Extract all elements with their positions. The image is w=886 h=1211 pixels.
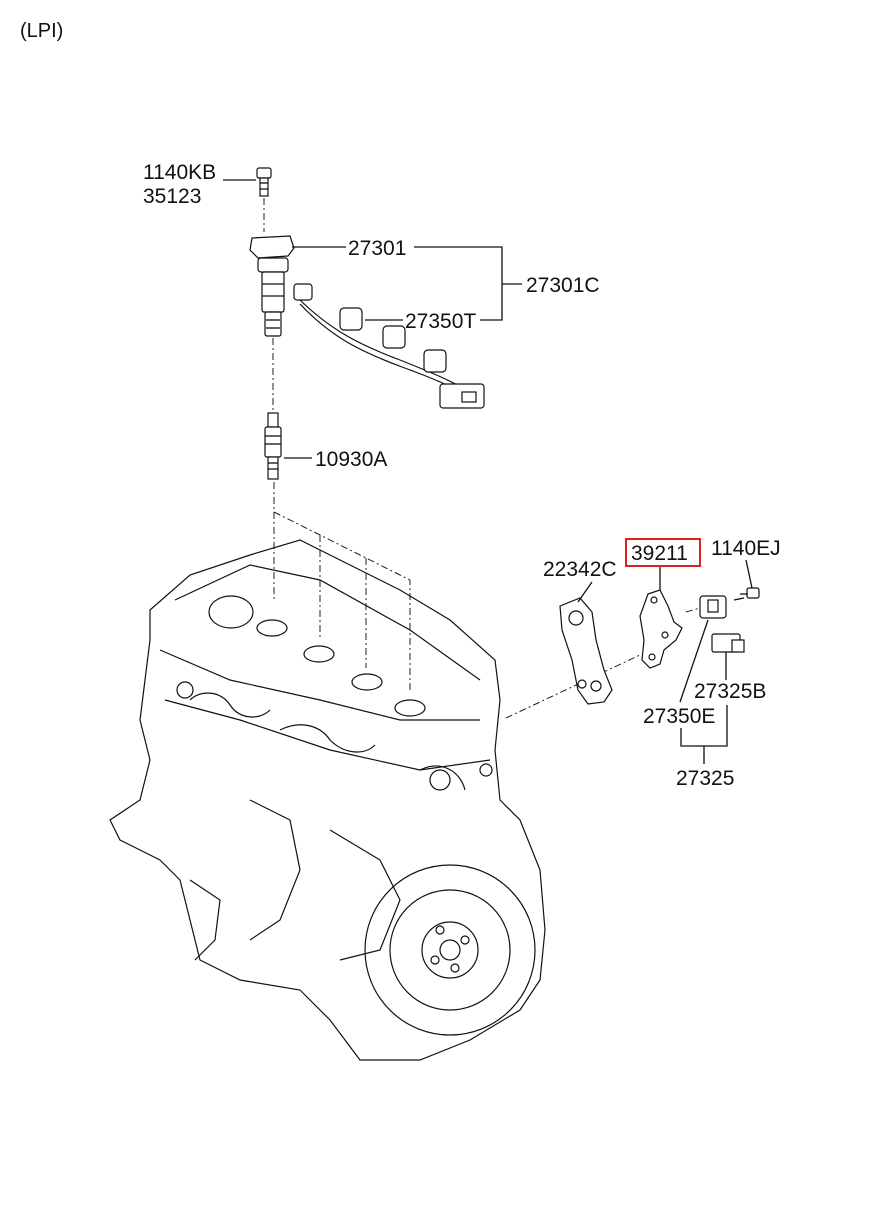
label-27325: 27325 [676, 767, 734, 790]
ignition-coil [249, 235, 295, 337]
engine-block [109, 539, 546, 1061]
label-39211: 39211 [631, 542, 688, 565]
label-27301c: 27301C [526, 274, 600, 297]
label-1140ej: 1140EJ [711, 537, 781, 560]
bracket-22342c [559, 597, 613, 705]
connector-27325b [711, 633, 745, 653]
spark-plug [264, 412, 282, 480]
bolt-1140ej [733, 587, 760, 601]
knock-sensor [685, 595, 727, 619]
highlight-box-39211 [625, 538, 701, 567]
label-27350t: 27350T [405, 310, 476, 333]
label-27325b: 27325B [694, 680, 766, 703]
guide-lines [273, 482, 641, 719]
leader-lines [223, 179, 753, 764]
bolt-1140kb [256, 167, 272, 197]
label-35123: 35123 [143, 185, 201, 208]
label-1140kb: 1140KB [143, 161, 216, 184]
label-22342c: 22342C [543, 558, 617, 581]
label-10930a: 10930A [315, 448, 387, 471]
label-27350e: 27350E [643, 705, 715, 728]
coil-wire-harness [293, 283, 485, 409]
label-27301: 27301 [348, 237, 406, 260]
variant-label: (LPI) [20, 20, 63, 42]
bracket-39211 [639, 589, 683, 669]
